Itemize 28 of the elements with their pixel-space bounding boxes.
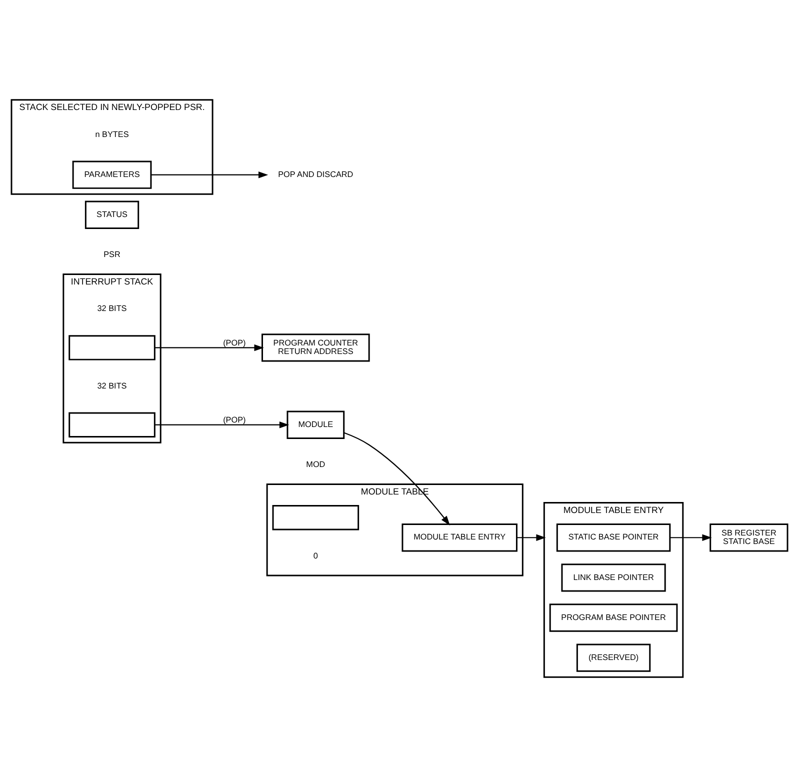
node-box: (RESERVED) — [576, 643, 651, 672]
edge-label: (POP) — [223, 414, 246, 424]
node-box — [68, 334, 156, 360]
node-label: 32 BITS — [97, 304, 127, 313]
node-box: PARAMETERS — [72, 160, 152, 188]
node-text: POP AND DISCARD — [278, 169, 354, 178]
node-box: PROGRAM BASE POINTER — [549, 603, 678, 632]
node-box: PROGRAM COUNTER RETURN ADDRESS — [262, 333, 370, 362]
node-label: 0 — [313, 550, 318, 560]
arrow — [516, 534, 546, 540]
node-box — [68, 412, 156, 437]
node-box: MODULE TABLE ENTRY — [402, 523, 518, 552]
node-box: STATIC BASE POINTER — [556, 523, 671, 552]
node-label: MOD — [306, 459, 326, 468]
arrow — [154, 420, 290, 428]
arrow — [154, 344, 264, 351]
node-box: LINK BASE POINTER — [561, 563, 666, 592]
node-box: MODULE — [286, 410, 345, 438]
node-label: PSR — [104, 250, 120, 259]
node-label: 32 BITS — [97, 380, 127, 390]
arrow — [151, 170, 268, 178]
edge-label: (POP) — [223, 338, 246, 347]
node-box: STATUS — [84, 200, 140, 228]
node-box — [272, 504, 360, 530]
arrow — [670, 534, 712, 540]
node-label: n BYTES — [95, 129, 129, 138]
arrow — [344, 432, 450, 525]
node-box: SB REGISTER STATIC BASE — [710, 523, 788, 552]
